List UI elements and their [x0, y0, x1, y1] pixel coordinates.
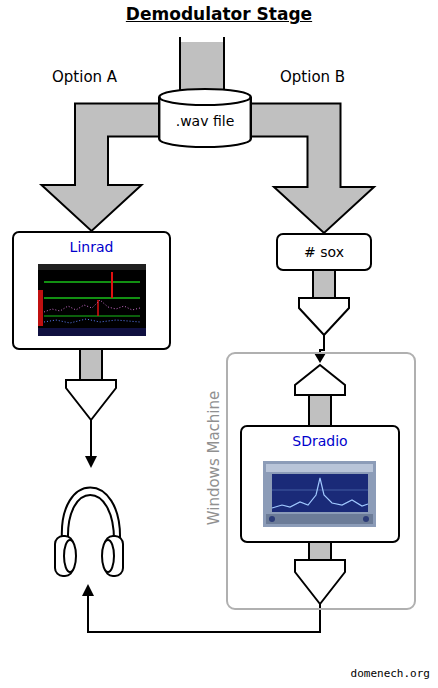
cylinder-rim — [159, 97, 251, 105]
node-text: .wav file — [158, 88, 252, 129]
program-name: Linrad — [14, 239, 169, 255]
node-text: # sox — [278, 235, 370, 260]
connector — [244, 120, 374, 233]
connector — [295, 270, 349, 426]
line-head — [314, 353, 326, 363]
connector — [42, 120, 167, 231]
arrow-head — [274, 187, 374, 233]
linrad-screenshot — [38, 264, 146, 336]
file-cylinder: .wav file — [158, 88, 252, 148]
linrad-output — [66, 349, 116, 468]
watermark: domenech.org — [351, 667, 430, 680]
funnel — [299, 298, 349, 335]
pipe-fill — [244, 120, 324, 189]
machine-region: Windows MachineSDradio — [226, 352, 416, 610]
input-funnel — [295, 365, 345, 395]
program-box: SDradio — [240, 425, 400, 543]
program-name: SDradio — [242, 433, 398, 449]
headphones-icon — [55, 488, 123, 577]
region-label: Windows Machine — [205, 391, 223, 526]
command-box: # sox — [276, 233, 372, 271]
program-box: Linrad — [12, 231, 171, 350]
option-label: Option A — [52, 68, 117, 86]
diagram-title: Demodulator Stage — [0, 4, 438, 24]
pipe-fill — [92, 120, 167, 187]
arrow-head — [42, 185, 142, 231]
pipe — [313, 270, 335, 299]
pipe — [309, 395, 331, 426]
option-label: Option B — [280, 68, 345, 86]
sdradio-screenshot — [263, 461, 376, 527]
pipe-cut — [181, 36, 223, 42]
